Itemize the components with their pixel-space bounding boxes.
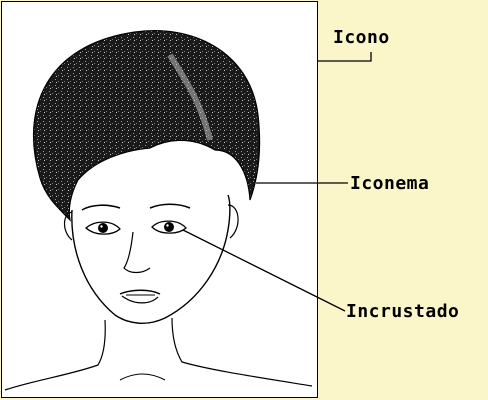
label-incrustado: Incrustado xyxy=(346,303,459,321)
incrustado-leader xyxy=(183,230,345,311)
icono-leader xyxy=(318,52,371,61)
label-icono: Icono xyxy=(333,29,390,47)
label-iconema: Iconema xyxy=(350,175,429,193)
face-outline xyxy=(72,195,230,323)
hair xyxy=(34,31,260,220)
